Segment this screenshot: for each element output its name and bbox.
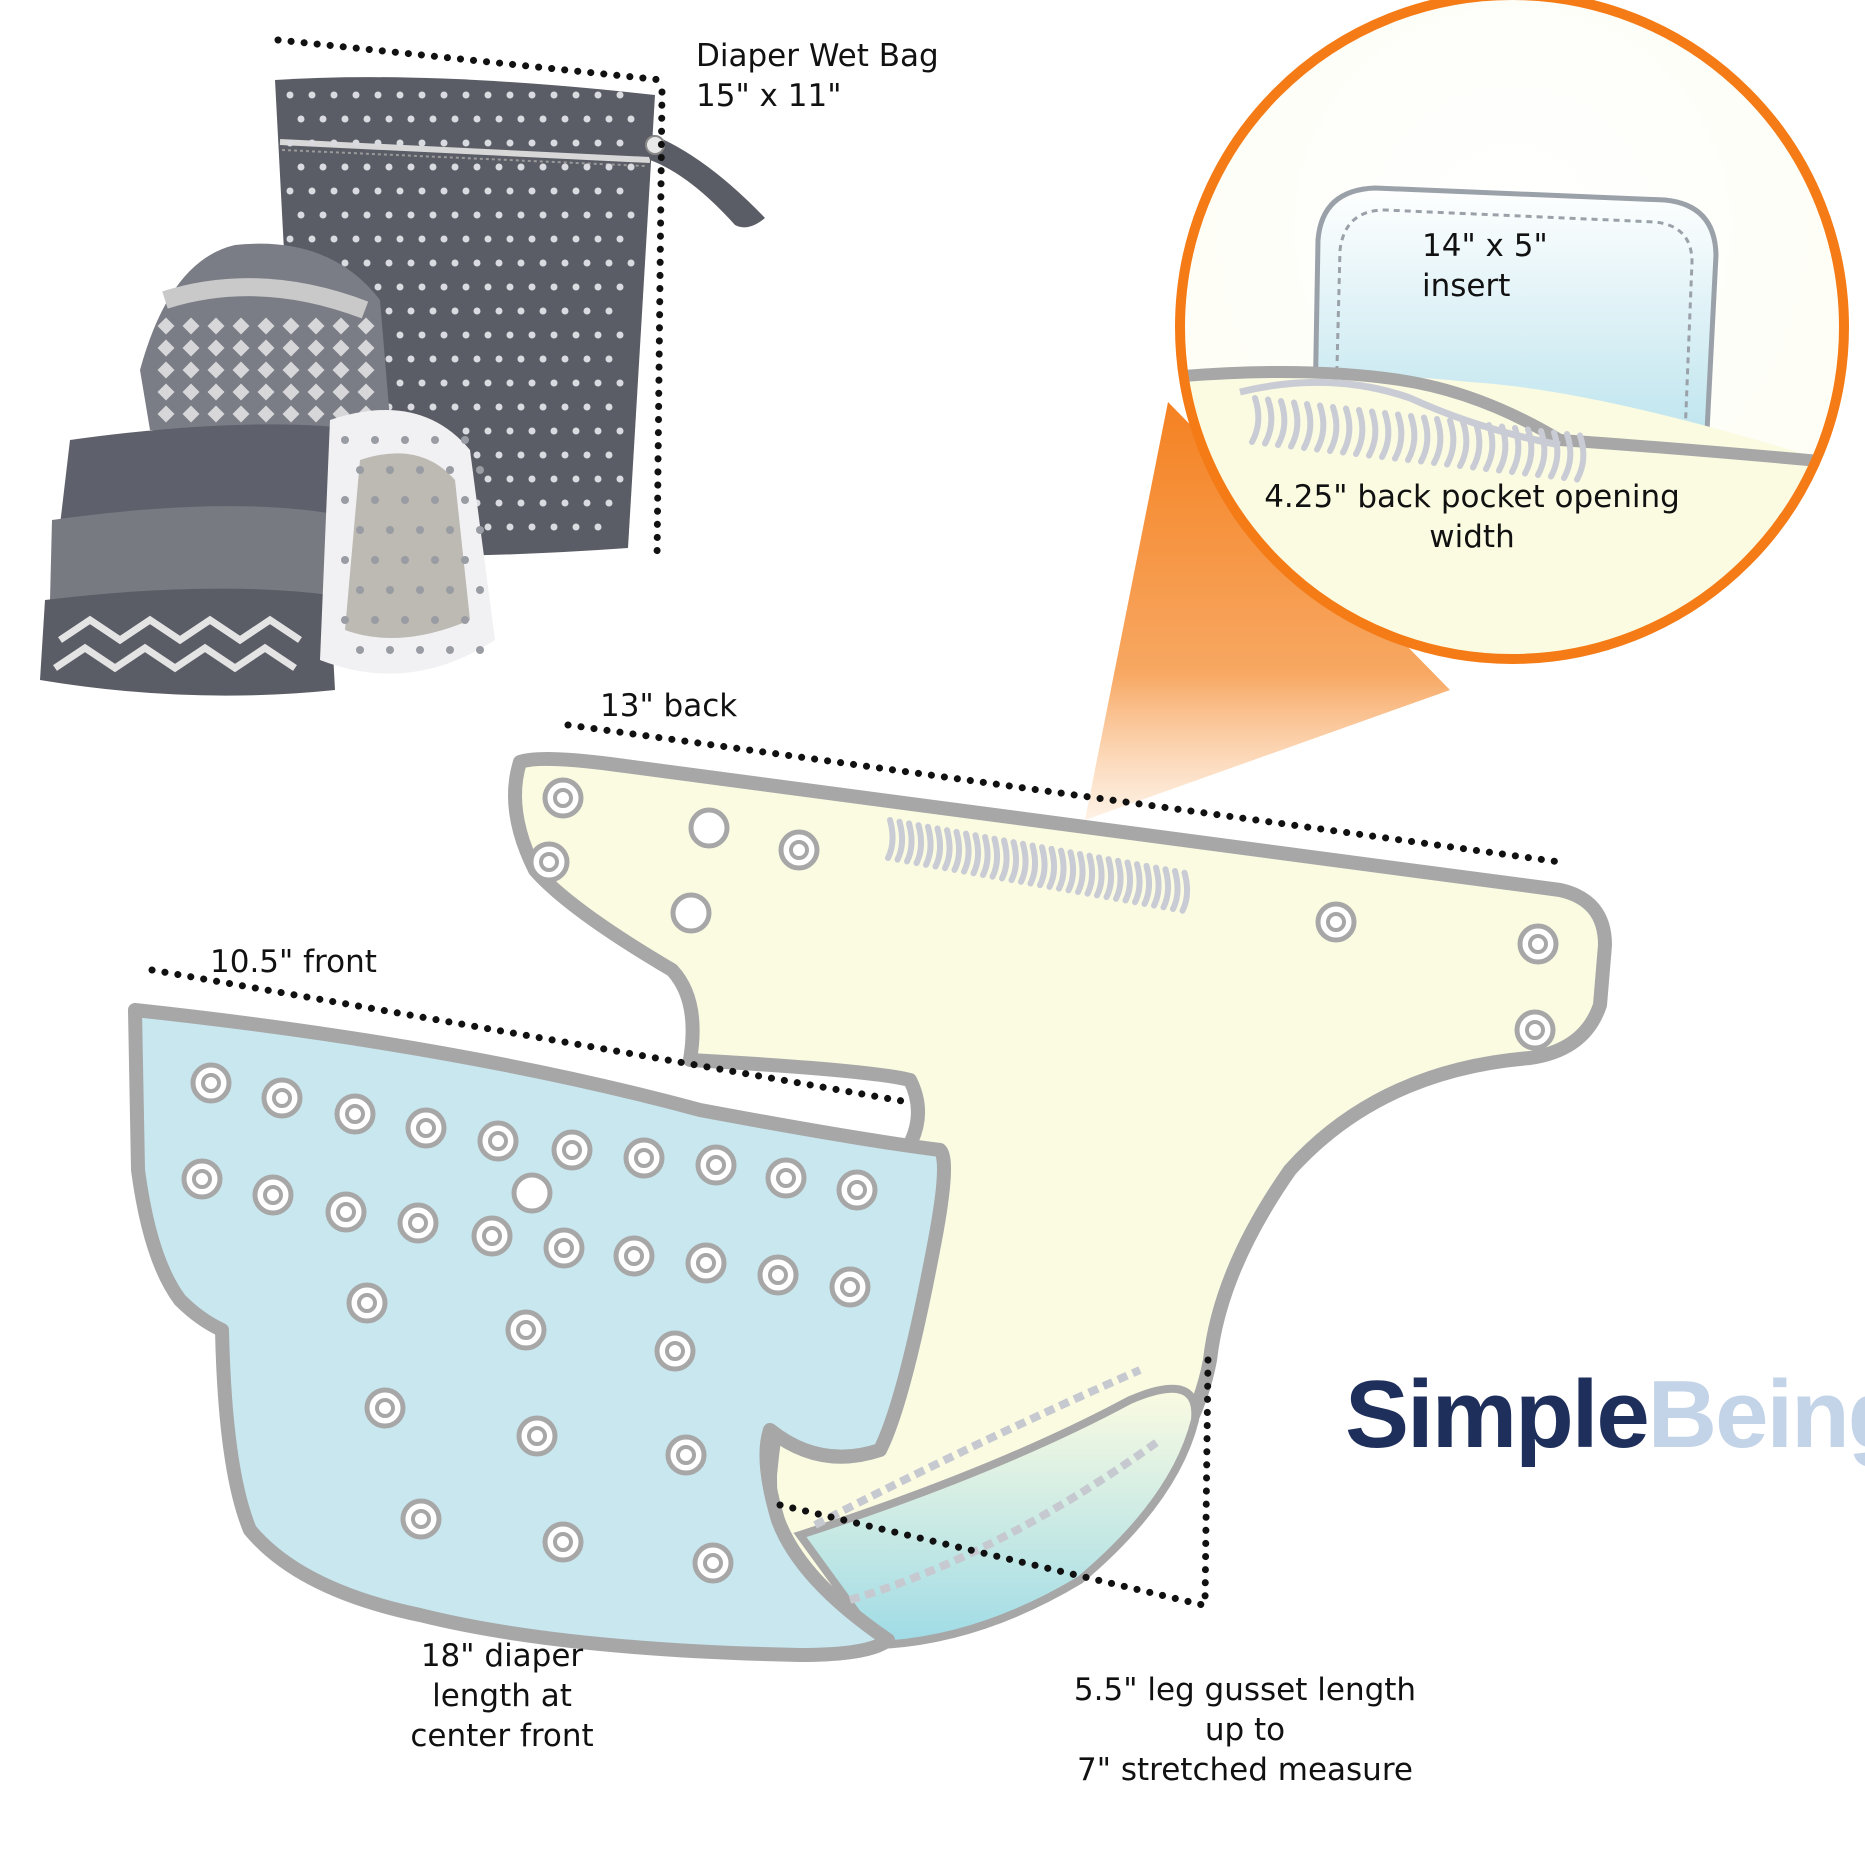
snap-button-icon xyxy=(670,892,712,934)
snap-button-icon xyxy=(688,807,730,849)
snap-button-icon xyxy=(511,1172,553,1214)
gusset-label-2: up to xyxy=(1204,1712,1286,1748)
snap-button-icon xyxy=(765,1157,807,1199)
snap-button-icon xyxy=(695,1144,737,1186)
insert-size-label: 14" x 5" xyxy=(1422,228,1548,264)
snap-button-icon xyxy=(397,1202,439,1244)
length-label-1: 18" diaper xyxy=(420,1638,584,1674)
brand-logo-part1: Simple xyxy=(1345,1361,1650,1468)
wet-bag-label-size: 15" x 11" xyxy=(696,78,842,114)
snap-button-icon xyxy=(685,1242,727,1284)
snap-button-icon xyxy=(364,1387,406,1429)
snap-button-icon xyxy=(836,1169,878,1211)
snap-button-icon xyxy=(829,1266,871,1308)
snap-button-icon xyxy=(692,1542,734,1584)
snap-button-icon xyxy=(190,1062,232,1104)
back-width-line xyxy=(564,721,1564,866)
wet-bag-label-title: Diaper Wet Bag xyxy=(696,38,939,74)
snap-button-icon xyxy=(542,777,584,819)
back-elastic-ruffle xyxy=(885,817,1191,914)
front-width-line xyxy=(148,966,912,1106)
snap-button-icon xyxy=(1315,901,1357,943)
snap-button-icon xyxy=(542,1521,584,1563)
wet-bag-height-line xyxy=(653,88,666,564)
snap-button-icon xyxy=(1514,1009,1556,1051)
gusset-height-line xyxy=(1201,1356,1212,1609)
snap-button-icon xyxy=(400,1498,442,1540)
snap-button-icon xyxy=(778,829,820,871)
snap-button-icon xyxy=(261,1077,303,1119)
stacked-diapers-photo xyxy=(40,243,495,696)
snap-button-icon xyxy=(613,1235,655,1277)
pocket-opening-label: 4.25" back pocket opening xyxy=(1264,479,1680,515)
snap-button-icon xyxy=(505,1309,547,1351)
back-width-label: 13" back xyxy=(600,688,738,724)
snap-button-icon xyxy=(1517,923,1559,965)
snap-button-icon xyxy=(252,1174,294,1216)
wet-bag-width-line xyxy=(274,36,666,84)
length-label-3: center front xyxy=(410,1718,594,1754)
gusset-label-1: 5.5" leg gusset length xyxy=(1073,1672,1417,1708)
snap-button-icon xyxy=(654,1330,696,1372)
insert-label: insert xyxy=(1422,268,1511,304)
snap-button-icon xyxy=(516,1415,558,1457)
snap-button-icon xyxy=(405,1107,447,1149)
pocket-opening-label-2: width xyxy=(1429,519,1515,555)
brand-logo: SimpleBeing xyxy=(1345,1365,1865,1465)
front-width-label: 10.5" front xyxy=(210,944,377,980)
snap-button-icon xyxy=(181,1158,223,1200)
gusset-label-3: 7" stretched measure xyxy=(1077,1752,1413,1788)
snap-button-icon xyxy=(623,1137,665,1179)
snap-button-icon xyxy=(346,1282,388,1324)
snap-button-icon xyxy=(471,1215,513,1257)
snap-button-icon xyxy=(334,1093,376,1135)
length-label-2: length at xyxy=(432,1678,572,1714)
snap-button-icon xyxy=(325,1191,367,1233)
snap-button-icon xyxy=(665,1434,707,1476)
zoom-callout-cone xyxy=(1085,402,1450,820)
snap-button-icon xyxy=(543,1227,585,1269)
snap-button-icon xyxy=(528,841,570,883)
snap-button-icon xyxy=(757,1254,799,1296)
brand-logo-part2: Being xyxy=(1647,1361,1865,1468)
snap-button-icon xyxy=(551,1129,593,1171)
snap-button-icon xyxy=(477,1120,519,1162)
